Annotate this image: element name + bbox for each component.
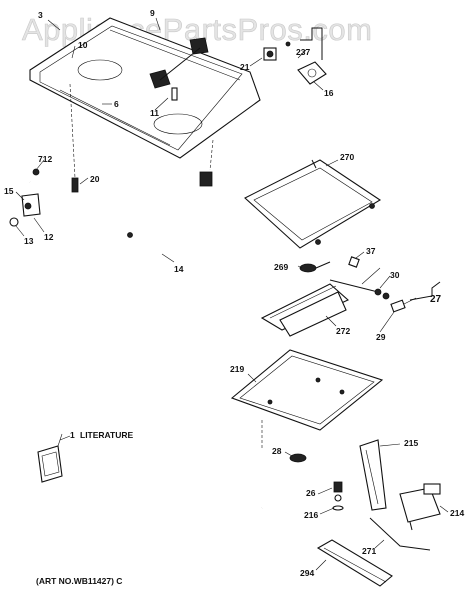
callout-9: 9 (150, 8, 155, 18)
callout-15: 15 (4, 186, 14, 196)
igniter-switch-assembly (263, 27, 327, 85)
broiler-drawer-panel (244, 159, 382, 249)
callout-37: 37 (366, 246, 376, 256)
callout-216: 216 (304, 510, 318, 520)
callout-26: 26 (306, 488, 316, 498)
callout-271: 271 (362, 546, 376, 556)
broiler-shield (230, 349, 384, 448)
literature-booklet (37, 433, 63, 483)
callout-labels: 3 9 10 6 11 21 237 16 712 20 15 12 13 14… (4, 8, 464, 578)
callout-1: 1 (70, 430, 75, 440)
callout-237: 237 (296, 47, 310, 57)
callout-270: 270 (340, 152, 354, 162)
callout-214: 214 (450, 508, 464, 518)
literature-label: LITERATURE (80, 430, 134, 440)
callout-12: 12 (44, 232, 54, 242)
callout-13: 13 (24, 236, 34, 246)
callout-219: 219 (230, 364, 244, 374)
callout-21: 21 (240, 62, 250, 72)
callout-29: 29 (376, 332, 386, 342)
callout-3: 3 (38, 10, 43, 20)
burner-box (29, 17, 261, 159)
manifold-assembly (9, 168, 213, 254)
callout-28: 28 (272, 446, 282, 456)
callout-14: 14 (174, 264, 184, 274)
callout-215: 215 (404, 438, 418, 448)
callout-20: 20 (90, 174, 100, 184)
callout-30: 30 (390, 270, 400, 280)
broiler-burner-assembly (260, 256, 441, 337)
art-number: (ART NO.WB11427) C (36, 576, 122, 586)
callout-272: 272 (336, 326, 350, 336)
leader-lines (15, 17, 449, 571)
oven-burner-assembly (261, 439, 441, 587)
callout-712: 712 (38, 154, 52, 164)
callout-10: 10 (78, 40, 88, 50)
callout-16: 16 (324, 88, 334, 98)
callout-11: 11 (150, 108, 159, 118)
callout-6: 6 (114, 99, 119, 109)
callout-269: 269 (274, 262, 288, 272)
callout-27: 27 (430, 294, 442, 305)
callout-294: 294 (300, 568, 314, 578)
